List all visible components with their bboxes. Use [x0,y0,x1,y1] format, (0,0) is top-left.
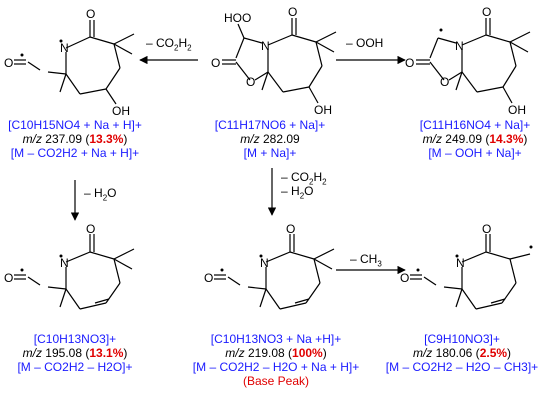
mz-line: m/z 249.09 (14.3%) [422,132,528,146]
atom-n: N [60,41,69,55]
atom-o: O [286,222,295,236]
atom-hoo: HOO [224,11,251,25]
base-peak-note: (Base Peak) [242,374,310,388]
atom-n: N [260,256,269,270]
mz-line: m/z 195.08 (13.1%) [22,346,128,360]
radical-dot [439,28,443,32]
mz-line: m/z 282.09 [240,132,300,146]
reagent-bottom-right: – CH3 [350,252,382,269]
radical-dot [220,268,224,272]
atom-o: O [400,271,409,285]
mz-line: m/z 219.08 (100%) [225,346,327,360]
atom-o: O [405,56,414,70]
radical-dot [59,39,63,43]
assignment: [M + Na]+ [243,146,297,160]
caption-bottom-center: [C10H13NO3 + Na +H]+ m/z 219.08 (100%) [… [178,332,374,388]
radical-dot [20,53,24,57]
radical-dot [529,245,533,249]
atom-n: N [261,39,270,53]
atom-o: O [86,7,95,21]
formula: [C10H13NO3 + Na +H]+ [210,332,342,346]
radical-dot [416,268,420,272]
reagent-to-right: – OOH [346,36,384,50]
formula: [C11H17NO6 + Na]+ [214,118,326,132]
caption-top-left: [C10H15NO4 + Na + H]+ m/z 237.09 (13.3%)… [0,118,150,160]
fragment-237-structure [14,20,135,105]
assignment: [M – CO2H2 – H2O – CH3]+ [385,360,539,374]
formula: [C11H16NO4 + Na]+ [419,118,531,132]
parent-structure [222,18,337,104]
fragment-249-structure [416,18,531,104]
atom-o: O [482,222,491,236]
atom-o: O [440,75,449,89]
atom-o: O [482,5,491,19]
formula: [C9H10NO3]+ [424,332,500,346]
formula: [C10H15NO4 + Na + H]+ [8,118,142,132]
atom-o: O [211,56,220,70]
atom-o: O [4,56,13,70]
reagent-left-down: – H2O [84,186,117,203]
mz-line: m/z 180.06 (2.5%) [412,346,512,360]
fragment-180-structure [410,234,531,310]
radical-dot [59,254,63,258]
radical-dot [259,254,263,258]
caption-bottom-right: [C9H10NO3]+ m/z 180.06 (2.5%) [M – CO2H2… [374,332,550,374]
radical-dot [455,254,459,258]
reagent-center-down: – CO2H2 – H2O [281,170,327,201]
caption-top-right: [C11H16NO4 + Na]+ m/z 249.09 (14.3%) [M … [400,118,550,160]
atom-o: O [204,271,213,285]
atom-n: N [455,39,464,53]
assignment: [M – OOH + Na]+ [428,146,522,160]
caption-bottom-left: [C10H13NO3]+ m/z 195.08 (13.1%) [M – CO2… [0,332,150,374]
assignment: [M – CO2H2 + Na + H]+ [10,146,140,160]
base-peak-structure [214,234,335,310]
assignment: [M – CO2H2 – H2O + Na + H]+ [192,360,360,374]
atom-o: O [246,75,255,89]
atom-n: N [456,256,465,270]
assignment: [M – CO2H2 – H2O]+ [17,360,133,374]
atom-oh: OH [314,103,332,117]
atom-o: O [288,5,297,19]
caption-top-center: [C11H17NO6 + Na]+ m/z 282.09 [M + Na]+ [200,118,340,160]
atom-o: O [4,271,13,285]
formula: [C10H13NO3]+ [33,332,117,346]
mz-line: m/z 237.09 (13.3%) [22,132,128,146]
fragment-195-structure [14,234,135,310]
atom-n: N [60,256,69,270]
atom-oh: OH [112,104,130,118]
radical-dot [20,268,24,272]
atom-oh: OH [508,103,526,117]
atom-o: O [86,222,95,236]
reagent-to-left: – CO2H2 [146,36,192,53]
